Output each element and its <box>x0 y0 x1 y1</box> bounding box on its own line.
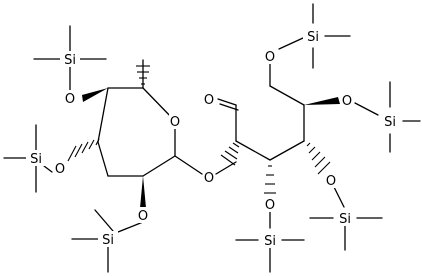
atom-o-c5: O <box>341 92 353 109</box>
atom-label: O <box>170 115 180 130</box>
hashed-bond <box>264 165 276 194</box>
bond <box>269 85 305 106</box>
atom-si-4: Si <box>60 51 80 68</box>
bond-layer <box>3 3 421 273</box>
atom-label: Si <box>30 152 42 167</box>
atom-si-c6: Si <box>303 28 323 45</box>
atom-o-c6: O <box>264 48 276 65</box>
bond <box>97 141 109 177</box>
atom-label: Si <box>264 234 276 249</box>
atom-si-2: Si <box>98 231 118 248</box>
atom-label: O <box>204 171 214 186</box>
atom-label: O <box>55 162 65 177</box>
atom-label: O <box>265 198 275 213</box>
atom-o-ald: O <box>203 91 215 108</box>
atom-label: Si <box>64 53 76 68</box>
atom-o-link: O <box>203 169 215 186</box>
atom-o-4: O <box>64 90 76 107</box>
bond <box>217 98 237 106</box>
atom-o-2: O <box>137 207 149 224</box>
atom-label: O <box>65 92 75 107</box>
atom-label: Si <box>339 212 351 227</box>
bond <box>174 155 203 175</box>
stereo-bond-layer <box>67 65 340 208</box>
wedge-bond <box>304 97 340 105</box>
atom-label: Si <box>384 115 396 130</box>
atom-label: O <box>138 209 148 224</box>
atom-si-c5: Si <box>380 113 400 130</box>
bond <box>278 37 304 50</box>
atom-o-c3: O <box>264 196 276 213</box>
wedge-bond <box>140 176 146 208</box>
atom-label: O <box>326 174 336 189</box>
bond <box>235 140 271 161</box>
bond <box>142 155 176 177</box>
atom-label: O <box>265 50 275 65</box>
hashed-bond <box>306 142 331 175</box>
hashed-bond <box>220 142 240 166</box>
hashed-bond <box>136 65 150 85</box>
wedge-bond <box>82 88 108 102</box>
atom-o-c4: O <box>325 172 337 189</box>
bond <box>94 209 114 232</box>
atom-label: O <box>342 94 352 109</box>
atom-o-ring: O <box>169 113 181 130</box>
bond <box>333 186 345 208</box>
atom-si-c3: Si <box>260 232 280 249</box>
bond <box>43 165 53 173</box>
bond <box>97 87 109 143</box>
atom-label: Si <box>307 30 319 45</box>
bond <box>117 221 144 233</box>
atom-label: O <box>204 93 214 108</box>
atom-label: Si <box>102 233 114 248</box>
atom-o-3: O <box>54 160 66 177</box>
hashed-bond <box>67 138 100 162</box>
bond <box>219 103 239 111</box>
bond <box>354 102 379 116</box>
atom-si-3: Si <box>26 150 46 167</box>
bond <box>269 140 305 161</box>
atom-si-c4: Si <box>335 210 355 227</box>
